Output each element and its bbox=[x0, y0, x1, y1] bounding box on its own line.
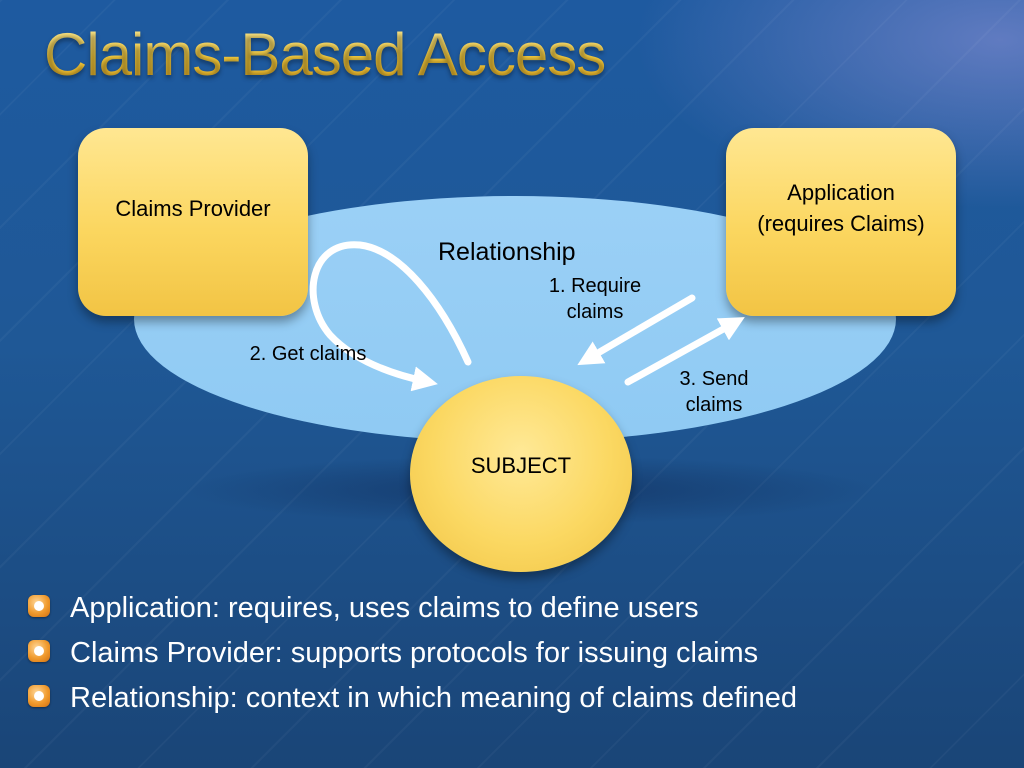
subject-label: SUBJECT bbox=[470, 453, 572, 478]
claims-provider-label: Claims Provider bbox=[115, 195, 271, 221]
bullet-text: Claims Provider: supports protocols for … bbox=[70, 637, 759, 669]
relationship-label: Relationship bbox=[438, 238, 576, 266]
bullet-text: Application: requires, uses claims to de… bbox=[70, 592, 699, 624]
bullet-icon bbox=[28, 640, 50, 662]
slide-title: Claims-Based Access bbox=[44, 21, 606, 88]
bullet-item: Application: requires, uses claims to de… bbox=[28, 588, 797, 633]
send-claims-arrow bbox=[624, 317, 745, 386]
application-box: Application (requires Claims) bbox=[726, 128, 956, 316]
get-claims-loop-arrow bbox=[309, 241, 472, 392]
bullet-text: Relationship: context in which meaning o… bbox=[70, 682, 798, 714]
claims-provider-box: Claims Provider bbox=[78, 128, 308, 316]
bullet-item: Relationship: context in which meaning o… bbox=[28, 678, 797, 723]
subject-circle: SUBJECT bbox=[410, 376, 632, 572]
step-require-claims-label: 1. Require claims bbox=[548, 275, 642, 323]
require-claims-arrow bbox=[577, 294, 696, 366]
application-label: Application (requires Claims) bbox=[757, 180, 925, 236]
bullet-item: Claims Provider: supports protocols for … bbox=[28, 633, 797, 678]
bullet-icon bbox=[28, 595, 50, 617]
step-send-claims-label: 3. Send claims bbox=[679, 368, 749, 416]
bullet-icon bbox=[28, 685, 50, 707]
bullet-list: Application: requires, uses claims to de… bbox=[28, 588, 797, 723]
step-get-claims-label: 2. Get claims bbox=[249, 343, 367, 365]
